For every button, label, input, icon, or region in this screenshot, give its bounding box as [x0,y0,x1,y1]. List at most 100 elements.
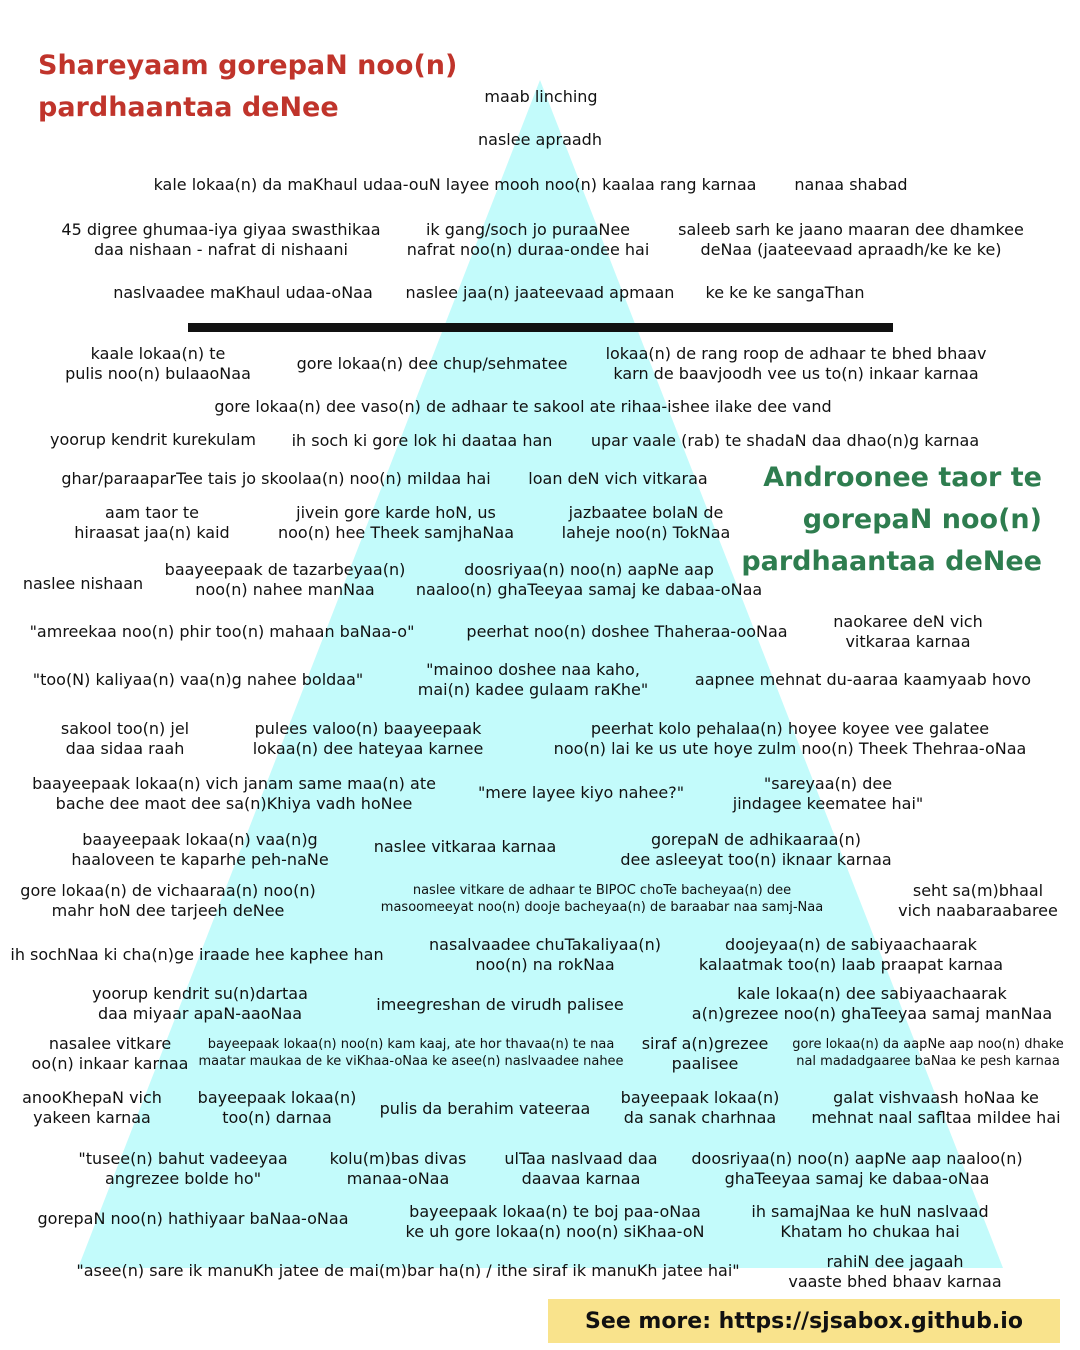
covert-item-line: manaa-oNaa [346,1169,450,1188]
overt-item-line: 45 digree ghumaa-iya giyaa swasthikaa [61,220,381,239]
covert-item-line: peerhat noo(n) doshee Thaheraa-ooNaa [466,622,788,641]
covert-item: ih soch ki gore lok hi daataa han [292,431,553,451]
covert-item: pulis da berahim vateeraa [380,1099,591,1119]
overt-item: naslee apraadh [478,130,602,150]
overt-item: maab linching [484,87,597,107]
covert-item: peerhat noo(n) doshee Thaheraa-ooNaa [466,622,787,642]
covert-item-line: noo(n) lai ke us ute hoye zulm noo(n) Th… [553,739,1027,758]
covert-item-line: baayeepaak lokaa(n) vaa(n)g [82,830,318,849]
overt-item: kale lokaa(n) da maKhaul udaa-ouN layee … [154,175,757,195]
overt-item-line: kale lokaa(n) da maKhaul udaa-ouN layee … [153,175,757,194]
covert-item-line: bache dee maot dee sa(n)Khiya vadh hoNee [55,794,413,813]
heading-line: pardhaantaa deNee [741,546,1042,577]
see-more-link[interactable]: See more: https://sjsabox.github.io [548,1299,1060,1343]
covert-item-line: pulis noo(n) bulaaoNaa [65,364,251,383]
covert-item-line: "sareyaa(n) dee [763,774,893,793]
covert-item-line: ih sochNaa ki cha(n)ge iraade hee kaphee… [10,945,384,964]
covert-item-line: nal madadgaaree baNaa ke pesh karnaa [796,1054,1060,1069]
covert-item-line: vaaste bhed bhaav karnaa [788,1272,1002,1291]
covert-item-line: hiraasat jaa(n) kaid [74,523,230,542]
covert-item-line: anooKhepaN vich [22,1088,162,1107]
covert-item-line: galat vishvaash hoNaa ke [833,1088,1039,1107]
covert-item: "mere layee kiyo nahee?" [478,783,684,803]
overt-item-line: naslee jaa(n) jaateevaad apmaan [405,283,675,302]
covert-item-line: upar vaale (rab) te shadaN daa dhao(n)g … [590,431,980,450]
covert-item: aapnee mehnat du-aaraa kaamyaab hovo [695,670,1031,690]
overt-item-line: daa nishaan - nafrat di nishaani [94,240,348,259]
covert-item-line: jindagee keematee hai" [732,794,924,813]
covert-item: bayeepaak lokaa(n)too(n) darnaa [198,1088,357,1128]
covert-item-line: maatar maukaa de ke viKhaa-oNaa ke asee(… [198,1054,624,1069]
covert-item-line: kale lokaa(n) dee sabiyaachaarak [737,984,1007,1003]
covert-item-line: gorepaN noo(n) hathiyaar baNaa-oNaa [37,1209,349,1228]
covert-item-line: "amreekaa noo(n) phir too(n) mahaan baNa… [29,622,415,641]
covert-item: gorepaN noo(n) hathiyaar baNaa-oNaa [38,1209,349,1229]
covert-item-line: nasalee vitkare [48,1034,172,1053]
covert-item-line: jazbaatee bolaN de [568,503,724,522]
covert-item-line: "too(N) kaliyaa(n) vaa(n)g nahee boldaa" [32,670,364,689]
covert-item-line: kaale lokaa(n) te [90,344,226,363]
covert-item-line: masoomeeyat noo(n) dooje bacheyaa(n) de … [380,900,824,915]
covert-item-line: vich naabaraabaree [898,901,1058,920]
overt-item-line: naslee apraadh [478,130,602,149]
covert-item: gore lokaa(n) de vichaaraa(n) noo(n)mahr… [20,881,315,921]
heading-line: Androonee taor te [763,462,1042,493]
covert-item: naslee vitkare de adhaar te BIPOC choTe … [381,882,823,916]
covert-item-line: noo(n) na rokNaa [475,955,615,974]
covert-item: peerhat kolo pehalaa(n) hoyee koyee vee … [554,719,1027,759]
covert-item-line: kalaatmak too(n) laab praapat karnaa [698,955,1004,974]
covert-item-line: haaloveen te kaparhe peh-naNe [71,850,329,869]
covert-item-line: naslee vitkaraa karnaa [373,837,557,856]
covert-item: baayeepaak de tazarbeyaa(n)noo(n) nahee … [165,560,406,600]
covert-item-line: gore lokaa(n) dee chup/sehmatee [296,354,568,373]
covert-white-supremacy-heading: Androonee taor te gorepaN noo(n) pardhaa… [741,457,1042,583]
covert-item-line: bayeepaak lokaa(n) noo(n) kam kaaj, ate … [207,1037,615,1052]
overt-item: ke ke ke sangaThan [706,283,865,303]
covert-item-line: yoorup kendrit su(n)dartaa [92,984,308,1003]
covert-item-line: dee asleeyat too(n) iknaar karnaa [620,850,892,869]
covert-item: naslee nishaan [23,574,143,594]
overt-item-line: saleeb sarh ke jaano maaran dee dhamkee [678,220,1024,239]
covert-item-line: pulis da berahim vateeraa [379,1099,591,1118]
covert-item-line: laheje noo(n) TokNaa [561,523,731,542]
covert-item: naslee vitkaraa karnaa [374,837,557,857]
covert-item-line: oo(n) inkaar karnaa [31,1054,189,1073]
overt-item-line: naslvaadee maKhaul udaa-oNaa [113,283,373,302]
overt-white-supremacy-heading: Shareyaam gorepaN noo(n) pardhaantaa deN… [38,45,457,129]
covert-item-line: da sanak charhnaa [623,1108,777,1127]
covert-item-line: Khatam ho chukaa hai [780,1222,960,1241]
covert-item-line: paalisee [671,1054,739,1073]
covert-item-line: kolu(m)bas divas [329,1149,467,1168]
covert-item-line: mai(n) kadee gulaam raKhe" [417,680,649,699]
covert-item: "amreekaa noo(n) phir too(n) mahaan baNa… [30,622,415,642]
covert-item-line: naslee nishaan [22,574,144,593]
heading-line: Shareyaam gorepaN noo(n) [38,50,458,81]
covert-item: bayeepaak lokaa(n)da sanak charhnaa [621,1088,780,1128]
covert-item-line: too(n) darnaa [222,1108,332,1127]
overt-item-line: ke ke ke sangaThan [705,283,865,302]
covert-item: baayeepaak lokaa(n) vich janam same maa(… [32,774,436,814]
covert-item-line: pulees valoo(n) baayeepaak [254,719,482,738]
covert-item-line: bayeepaak lokaa(n) te boj paa-oNaa [409,1202,701,1221]
covert-item-line: loan deN vich vitkaraa [528,469,708,488]
covert-item-line: ghaTeeyaa samaj ke dabaa-oNaa [724,1169,990,1188]
covert-item-line: naaloo(n) ghaTeeyaa samaj ke dabaa-oNaa [415,580,763,599]
covert-item-line: mehnat naal safltaa mildee hai [811,1108,1061,1127]
covert-item-line: siraf a(n)grezee [641,1034,769,1053]
covert-item: doosriyaa(n) noo(n) aapNe aap naaloo(n)g… [691,1149,1022,1189]
